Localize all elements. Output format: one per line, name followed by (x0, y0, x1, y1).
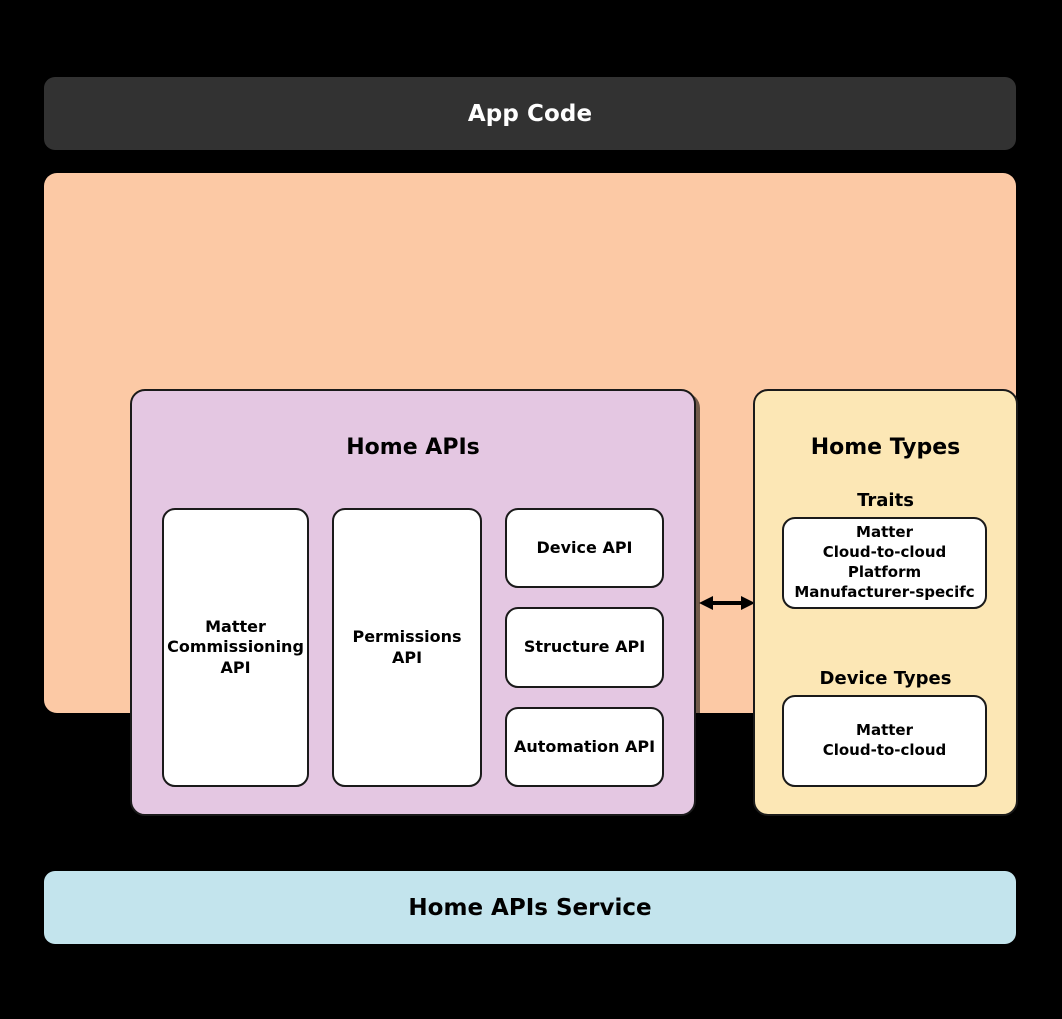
traits-heading: Traits (857, 490, 914, 511)
api-stack: Device API Structure API Automation API (505, 508, 664, 787)
home-apis-service-label: Home APIs Service (408, 894, 652, 921)
permissions-api-box: Permissions API (332, 508, 482, 787)
device-api-box: Device API (505, 508, 664, 589)
home-apis-title: Home APIs (346, 435, 480, 460)
home-types-title: Home Types (810, 435, 961, 460)
app-code-block: App Code (44, 77, 1016, 150)
structure-api-box: Structure API (505, 607, 664, 688)
home-apis-sdk-label: Home APIs SDK (433, 839, 627, 864)
bidirectional-arrow-icon (699, 596, 755, 610)
home-apis-service-block: Home APIs Service (44, 871, 1016, 944)
app-code-label: App Code (467, 100, 593, 127)
automation-api-box: Automation API (505, 706, 664, 787)
device-types-heading: Device Types (819, 668, 952, 689)
